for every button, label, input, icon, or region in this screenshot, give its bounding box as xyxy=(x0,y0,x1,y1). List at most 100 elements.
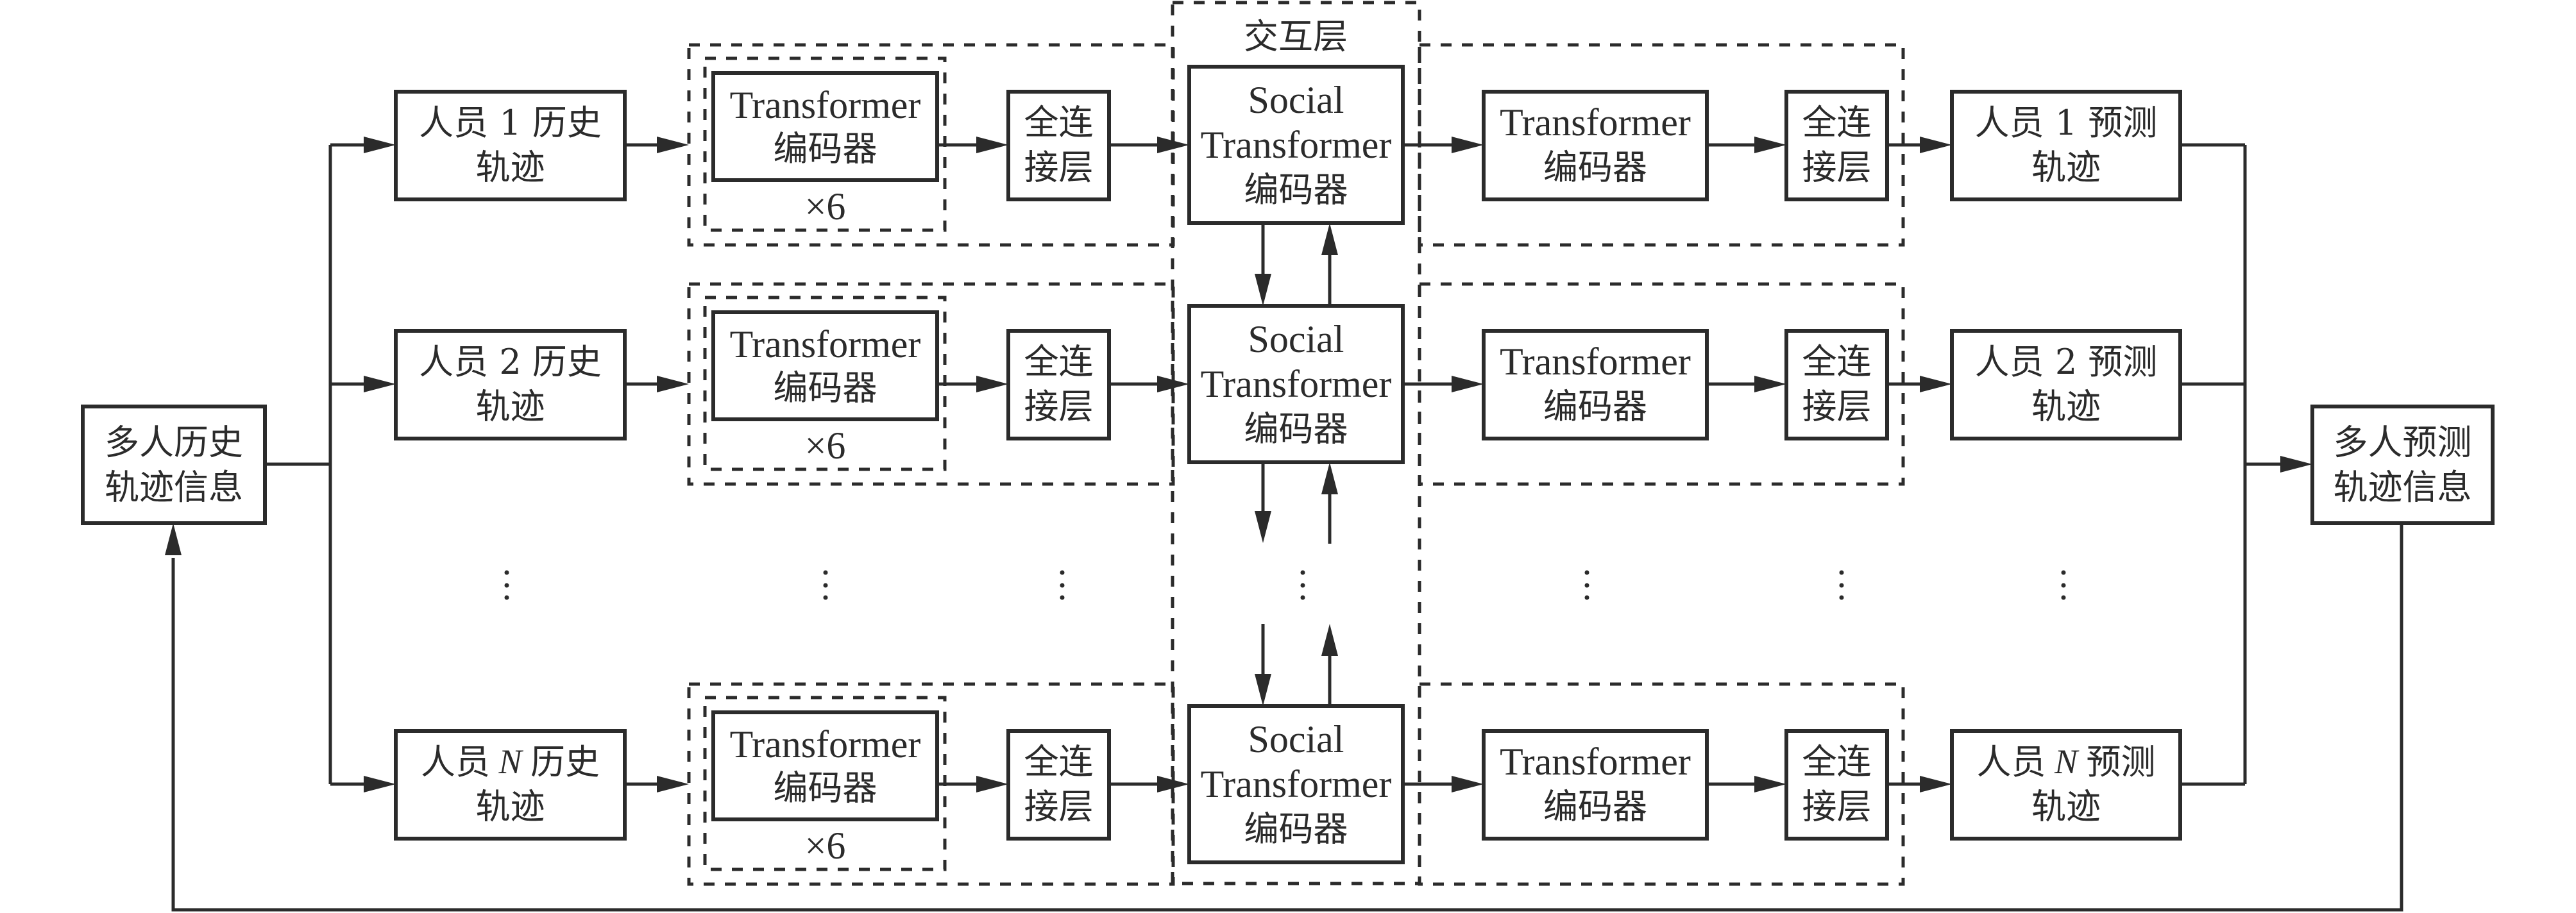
row-2-output-fc-label-line-1: 全连 xyxy=(1802,342,1872,382)
row-n-fc-label-line-1: 全连 xyxy=(1024,742,1094,782)
row-2-prediction-label-part-1: 人员 xyxy=(1975,342,2044,382)
row-2-history-box xyxy=(394,329,627,440)
row-2-history-to-encoder-arrow-head-icon xyxy=(657,376,689,392)
row-2-decoder-group xyxy=(1418,282,1905,486)
row-2-transformer-decoder-box xyxy=(1482,329,1709,440)
row-1-fc-to-social-arrow-head-icon xyxy=(1157,137,1189,153)
social-2-to-1-arrow-head-icon xyxy=(1321,223,1338,255)
row-1-social-label-line-1: Social xyxy=(1248,79,1344,121)
row-2-output-fc-label-line-2: 接层 xyxy=(1802,387,1872,427)
output-multi-prediction-box xyxy=(2310,405,2495,525)
row-2-social-label-line-2: Transformer xyxy=(1201,363,1392,405)
row-2-branch-arrow-head-icon xyxy=(364,376,396,392)
ellipsis-dot xyxy=(1839,570,1844,575)
ellipsis-dot xyxy=(1060,595,1065,600)
row-n-fc-to-prediction-arrow-head-icon xyxy=(1920,776,1952,792)
row-2-fc-layer-box xyxy=(1006,329,1111,440)
row-1-social-to-decoder-arrow-head-icon xyxy=(1452,137,1484,153)
row-n-history-label-part-3: 历史 xyxy=(530,742,600,782)
row-2-encoder-to-fc-arrow-head-icon xyxy=(976,376,1008,392)
feedback-arrow-head-icon xyxy=(165,523,182,555)
row-2-decoder-to-fc-arrow-head-icon xyxy=(1754,376,1786,392)
ellipsis-dot xyxy=(1300,583,1305,588)
row-n-prediction-label-part-3: 预测 xyxy=(2087,742,2156,782)
feedback-loop-line xyxy=(171,523,2403,912)
row-2-encoder-label-line-1: Transformer xyxy=(730,323,921,365)
vertical-ellipsis-icon xyxy=(1300,570,1305,600)
connectors xyxy=(165,137,2403,912)
row-1-output-fc-layer-box xyxy=(1784,90,1889,201)
row-2-history-label-part-2: 2 xyxy=(488,342,532,382)
row-1-output-fc-label-line-1: 全连 xyxy=(1802,103,1872,143)
row-1-branch-arrow-head-icon xyxy=(364,137,396,153)
row-1-history-to-encoder-arrow-head-icon xyxy=(657,137,689,153)
row-1-history-label-part-1: 人员 xyxy=(419,103,488,143)
ellipsis-dot xyxy=(1584,583,1589,588)
row-1-prediction-label-part-2: 1 xyxy=(2044,103,2089,143)
output-multi-prediction-label-line-2: 轨迹信息 xyxy=(2334,467,2472,508)
row-n-history-label-line-1: 人员 N 历史 xyxy=(421,742,600,782)
row-n-prediction-box xyxy=(1950,729,2182,841)
ellipsis-dot xyxy=(504,570,509,575)
row-1-encoder-label-line-1: Transformer xyxy=(730,84,921,126)
ellipsis-dot xyxy=(823,595,828,600)
ellipsis-dot xyxy=(1300,570,1305,575)
row-n-social-label-line-1: Social xyxy=(1248,718,1344,760)
row-n-transformer-encoder-box xyxy=(711,710,939,821)
vertical-ellipsis-icon xyxy=(1060,570,1065,600)
row-1-prediction-label-line-1: 人员 1 预测 xyxy=(1975,103,2158,143)
row-n-branch-arrow-head-icon xyxy=(364,776,396,792)
row-2-encoder-label-line-2: 编码器 xyxy=(774,368,877,408)
row-2-fc-to-prediction-arrow-head-icon xyxy=(1920,376,1952,392)
row-n-output-fc-layer-box xyxy=(1784,729,1889,841)
row-2-transformer-encoder-box xyxy=(711,310,939,421)
row-1-history-label-line-2: 轨迹 xyxy=(476,147,545,188)
row-2-social-transformer-box xyxy=(1187,304,1405,464)
row-2-fc-to-social-arrow-head-icon xyxy=(1157,376,1189,392)
row-1-fc-layer-box xyxy=(1006,90,1111,201)
row-2-prediction-label-part-2: 2 xyxy=(2044,342,2089,382)
ellipsis-dot xyxy=(823,570,828,575)
ellipsis-dot xyxy=(1300,595,1305,600)
vertical-ellipsis-icon xyxy=(823,570,828,600)
row-1-social-transformer-box xyxy=(1187,65,1405,225)
row-n-decoder-label-line-2: 编码器 xyxy=(1543,787,1647,827)
row-2-encoder-group xyxy=(687,282,1175,486)
row-1-prediction-label-part-3: 预测 xyxy=(2088,103,2157,143)
ellipsis-dot xyxy=(1584,595,1589,600)
row-n-fc-layer-box xyxy=(1006,729,1111,841)
ellipsis-dot xyxy=(1839,583,1844,588)
social-1-to-2-arrow-head-icon xyxy=(1255,274,1271,306)
row-n-fc-to-social-arrow-head-icon xyxy=(1157,776,1189,792)
row-2-history-label-part-3: 历史 xyxy=(532,342,602,382)
row-2-decoder-label-line-2: 编码器 xyxy=(1543,387,1647,427)
row-2-prediction-label-line-1: 人员 2 预测 xyxy=(1975,342,2158,382)
row-2-social-label-line-1: Social xyxy=(1248,318,1344,360)
row-n-history-label-part-1: 人员 xyxy=(421,742,490,782)
row-1-fc-label-line-2: 接层 xyxy=(1024,147,1094,188)
interaction-layer-label-line-1: 交互层 xyxy=(1244,17,1348,57)
row-1-social-label-line-3: 编码器 xyxy=(1244,170,1348,210)
vertical-ellipsis-icon xyxy=(1584,570,1589,600)
row-n-fc-label-line-2: 接层 xyxy=(1024,787,1094,827)
row-1-transformer-decoder-box xyxy=(1482,90,1709,201)
row-n-prediction-label-line-2: 轨迹 xyxy=(2031,787,2101,827)
row-n-social-label-line-2: Transformer xyxy=(1201,763,1392,805)
row-1-decoder-label-line-1: Transformer xyxy=(1500,101,1691,144)
output-multi-prediction-label-line-1: 多人预测 xyxy=(2334,423,2472,463)
merge-to-output-arrow-head-icon xyxy=(2280,456,2312,473)
row-2-encoder-repeat-label-line-1: ×6 xyxy=(805,424,846,467)
ellipsis-dot xyxy=(1839,595,1844,600)
row-n-decoder-group xyxy=(1418,682,1905,886)
row-n-prediction-label-part-2: N xyxy=(2046,742,2086,781)
ellipsis-dot xyxy=(2061,583,2066,588)
row-n-output-fc-label-line-1: 全连 xyxy=(1802,742,1872,782)
row-1-encoder-group xyxy=(687,43,1175,247)
row-n-encoder-repeat-label-line-1: ×6 xyxy=(805,825,846,867)
row-1-history-label-line-1: 人员 1 历史 xyxy=(419,103,602,143)
row-n-encoder-label-line-1: Transformer xyxy=(730,723,921,766)
row-1-output-fc-label-line-2: 接层 xyxy=(1802,147,1872,188)
row-n-encoder-group xyxy=(687,682,1175,886)
row-2-social-to-decoder-arrow-head-icon xyxy=(1452,376,1484,392)
